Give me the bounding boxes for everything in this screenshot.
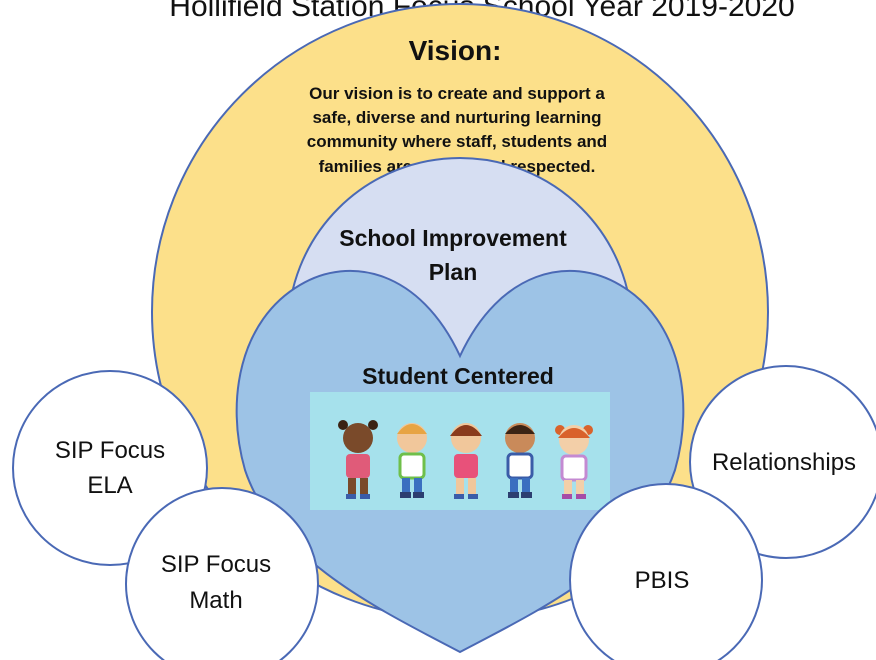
sip-focus-ela-line-1: SIP Focus [55, 437, 165, 464]
child-figure [555, 425, 593, 499]
sip-focus-math-line-2: Math [189, 587, 242, 614]
child-figure [397, 423, 427, 498]
vision-line-2: safe, diverse and nurturing learning [312, 108, 601, 127]
child-figure [450, 423, 482, 499]
child-figure [505, 423, 535, 498]
sip-label-line-2: Plan [429, 259, 478, 285]
sip-focus-math-line-1: SIP Focus [161, 551, 271, 578]
pbis-circle [569, 483, 763, 660]
children-group-illustration [310, 392, 610, 510]
relationships-circle [689, 365, 876, 559]
relationships-label: Relationships [712, 449, 856, 476]
sip-focus-ela-line-2: ELA [87, 472, 132, 499]
child-figure [338, 420, 378, 499]
pbis-label: PBIS [635, 567, 690, 594]
vision-line-1: Our vision is to create and support a [309, 84, 605, 103]
sip-focus-math-circle [125, 487, 319, 660]
vision-line-3: community where staff, students and [307, 132, 607, 151]
vision-heading: Vision: [409, 35, 502, 66]
student-centered-label: Student Centered [362, 363, 554, 389]
sip-label-line-1: School Improvement [339, 225, 567, 251]
